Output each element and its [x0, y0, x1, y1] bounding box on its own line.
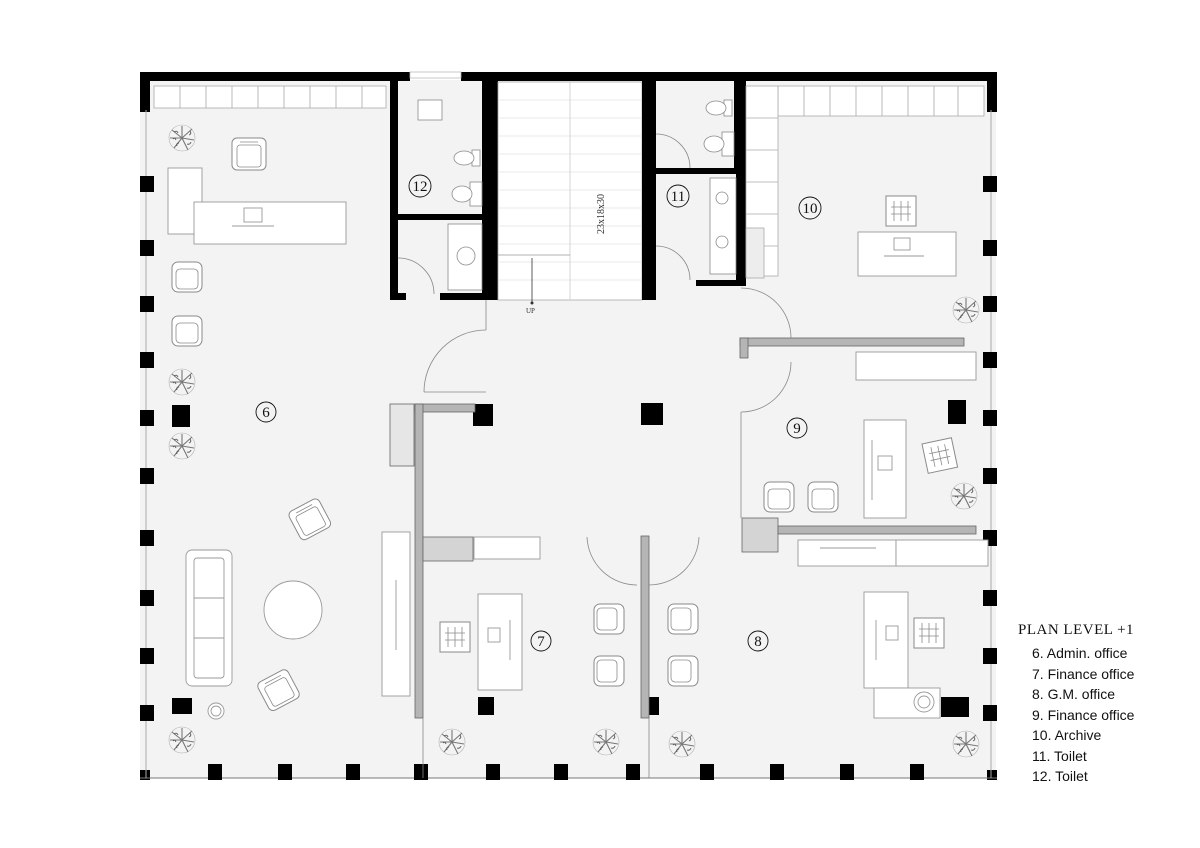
legend-item: 9. Finance office	[1032, 706, 1135, 723]
room-number-7: 7	[537, 634, 545, 650]
room-labels: 6 7 8 9 10 11 12	[255, 174, 822, 652]
armchair-icon	[667, 603, 699, 635]
armchair-icon	[885, 195, 917, 227]
room-number-10: 10	[803, 201, 818, 217]
armchair-icon	[921, 437, 959, 474]
armchair-icon	[913, 617, 945, 649]
door-swings	[397, 133, 792, 586]
toilet-12-walls	[390, 80, 498, 300]
legend-list: 6. Admin. office 7. Finance office 8. G.…	[1018, 643, 1188, 787]
room-number-9: 9	[793, 421, 801, 437]
armchair-icon	[231, 137, 267, 171]
armchair-icon	[667, 655, 699, 687]
armchair-icon	[593, 603, 625, 635]
shelving	[153, 85, 985, 279]
staircase: 23x18x30 UP	[497, 81, 643, 315]
room-number-6: 6	[262, 405, 270, 421]
toilet-11-walls	[642, 80, 746, 300]
armchair-icon	[763, 481, 795, 513]
room-number-8: 8	[754, 634, 762, 650]
room-8-furniture	[797, 539, 989, 719]
stair-dimension-label: 23x18x30	[596, 194, 607, 234]
armchair-icon	[171, 315, 203, 347]
stair-up-label: UP	[526, 307, 535, 315]
room-7-furniture	[477, 593, 523, 691]
legend-item: 8. G.M. office	[1032, 686, 1115, 702]
legend-item: 12. Toilet	[1032, 768, 1088, 784]
plan-legend: PLAN LEVEL +1 6. Admin. office 7. Financ…	[1018, 622, 1188, 787]
armchair-icon	[807, 481, 839, 513]
room-6-furniture	[167, 167, 541, 720]
perimeter-columns	[140, 176, 997, 780]
room-10-furniture	[857, 231, 957, 277]
armchair-icon	[171, 261, 203, 293]
legend-item: 10. Archive	[1032, 727, 1102, 743]
room-number-12: 12	[413, 179, 428, 195]
armchair-icon	[439, 621, 471, 653]
legend-item: 7. Finance office	[1032, 665, 1135, 682]
partitions	[389, 337, 977, 719]
legend-item: 11. Toilet	[1032, 747, 1087, 764]
outer-walls	[140, 72, 997, 780]
legend-title: PLAN LEVEL +1	[1018, 622, 1135, 638]
sanitary-fixtures	[417, 99, 737, 291]
room-9-furniture	[855, 351, 977, 519]
floor-plan: 23x18x30 UP	[140, 71, 997, 780]
armchair-icon	[593, 655, 625, 687]
legend-item: 6. Admin. office	[1032, 645, 1128, 661]
room-number-11: 11	[671, 189, 685, 205]
